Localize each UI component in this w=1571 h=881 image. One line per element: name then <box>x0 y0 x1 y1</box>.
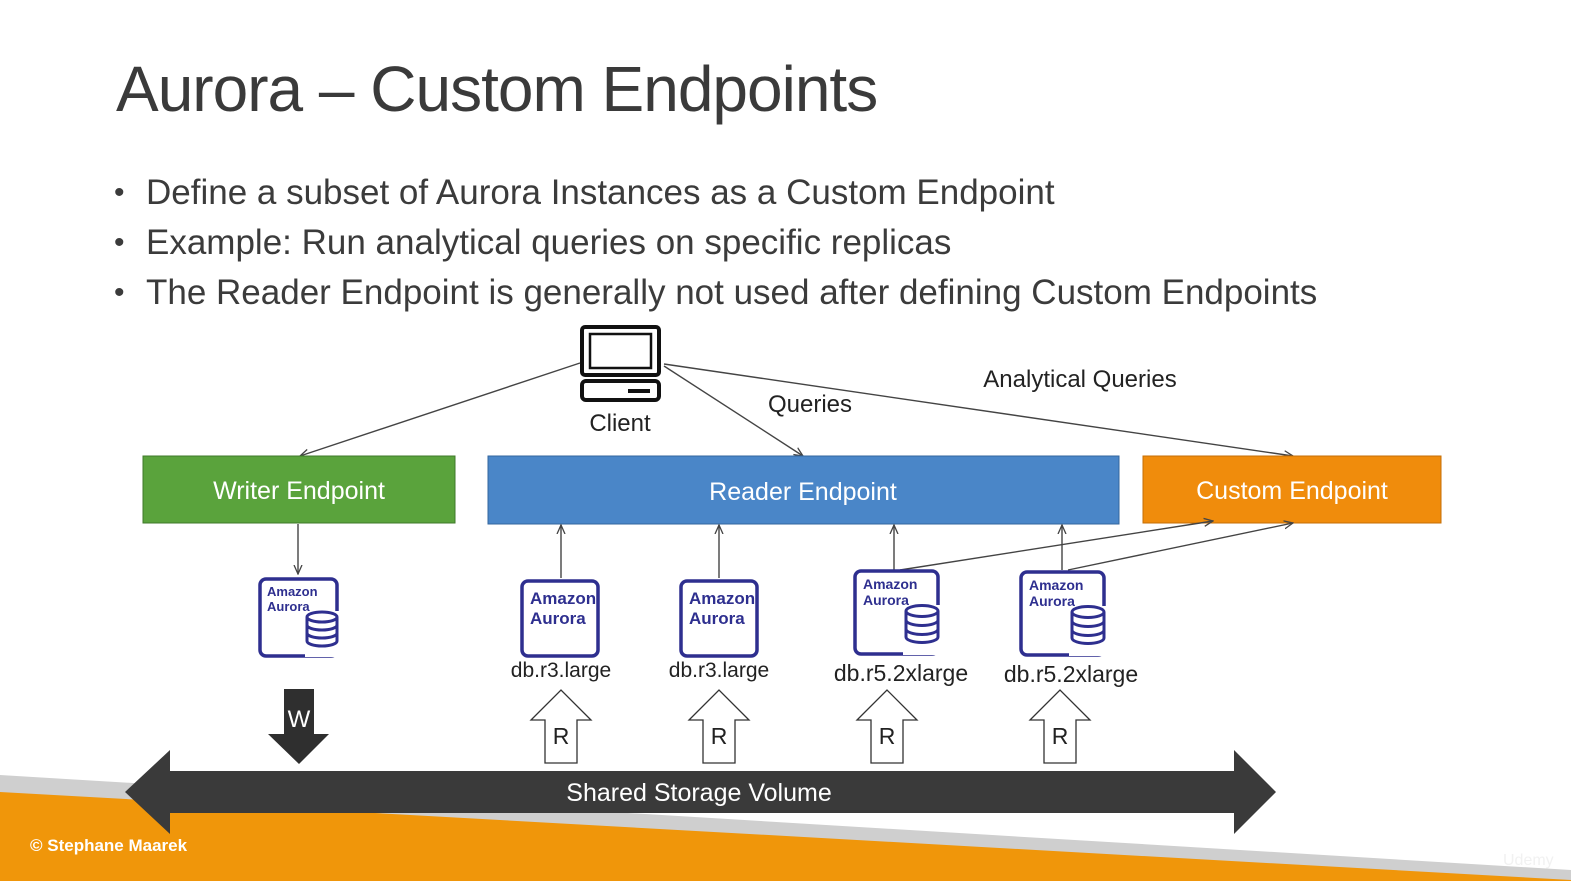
read-arrow-icon <box>687 689 751 764</box>
bullet-item: • Define a subset of Aurora Instances as … <box>114 168 1317 218</box>
udemy-watermark: Udemy <box>1503 852 1554 869</box>
aurora-label-line1: Amazon <box>267 584 318 599</box>
read-arrow-icon <box>529 689 593 764</box>
client-to-writer-arrow <box>300 362 581 456</box>
aurora-label-line1: Amazon <box>863 576 917 592</box>
write-arrow-label: W <box>288 706 311 733</box>
bullet-item: • The Reader Endpoint is generally not us… <box>114 268 1317 318</box>
instance-type-label: db.r3.large <box>511 659 611 682</box>
aurora-db-icon: Amazon Aurora <box>1019 570 1109 657</box>
aurora-instance-icon: Amazon Aurora <box>679 579 759 658</box>
client-to-custom-arrow <box>663 363 1293 456</box>
reader-endpoint-box <box>487 455 1120 525</box>
read-arrow-icon <box>855 689 919 764</box>
bullet-dot: • <box>114 176 125 209</box>
aurora-label-line1: Amazon <box>530 589 596 608</box>
queries-label: Queries <box>768 391 852 418</box>
aurora-label-line2: Aurora <box>267 599 310 614</box>
aurora-instance-icon: Amazon Aurora <box>520 579 600 658</box>
read-arrow-label: R <box>711 723 728 749</box>
read-arrow-label: R <box>879 723 896 749</box>
shared-storage-arrow <box>125 750 1276 834</box>
aurora-label-line2: Aurora <box>530 609 586 628</box>
client-label: Client <box>589 410 651 437</box>
computer-icon <box>580 325 661 402</box>
aurora-label-line2: Aurora <box>689 609 745 628</box>
instance4-to-custom-arrow <box>1067 523 1293 571</box>
bullet-text: The Reader Endpoint is generally not use… <box>146 273 1318 312</box>
copyright-text: © Stephane Maarek <box>30 836 188 855</box>
reader-endpoint-label: Reader Endpoint <box>709 478 897 506</box>
read-arrow-icon <box>1028 689 1092 764</box>
instance-type-label: db.r5.2xlarge <box>1004 661 1138 687</box>
analytical-queries-label: Analytical Queries <box>983 366 1176 393</box>
instance-type-label: db.r3.large <box>669 659 769 682</box>
bullet-list: • Define a subset of Aurora Instances as … <box>114 168 1317 318</box>
bullet-text: Example: Run analytical queries on speci… <box>146 223 952 262</box>
instance-type-label: db.r5.2xlarge <box>834 660 968 686</box>
bullet-text: Define a subset of Aurora Instances as a… <box>146 173 1055 212</box>
slide-title: Aurora – Custom Endpoints <box>116 53 878 125</box>
write-arrow-icon <box>268 689 329 764</box>
writer-endpoint-box <box>142 455 456 524</box>
bullet-dot: • <box>114 276 125 309</box>
custom-endpoint-box <box>1142 455 1442 524</box>
bullet-dot: • <box>114 226 125 259</box>
writer-endpoint-label: Writer Endpoint <box>213 477 385 505</box>
footer-orange-band <box>0 792 1571 881</box>
custom-endpoint-label: Custom Endpoint <box>1196 477 1388 505</box>
aurora-db-icon: Amazon Aurora <box>258 577 343 658</box>
read-arrow-label: R <box>553 723 570 749</box>
aurora-label-line1: Amazon <box>1029 577 1083 593</box>
bullet-item: • Example: Run analytical queries on spec… <box>114 218 1317 268</box>
aurora-label-line2: Aurora <box>1029 593 1075 609</box>
instance3-to-custom-arrow <box>899 521 1213 571</box>
aurora-db-icon: Amazon Aurora <box>853 569 943 656</box>
aurora-label-line1: Amazon <box>689 589 755 608</box>
client-to-reader-arrow <box>663 365 803 456</box>
aurora-label-line2: Aurora <box>863 592 909 608</box>
shared-storage-label: Shared Storage Volume <box>566 779 831 807</box>
read-arrow-label: R <box>1052 723 1069 749</box>
